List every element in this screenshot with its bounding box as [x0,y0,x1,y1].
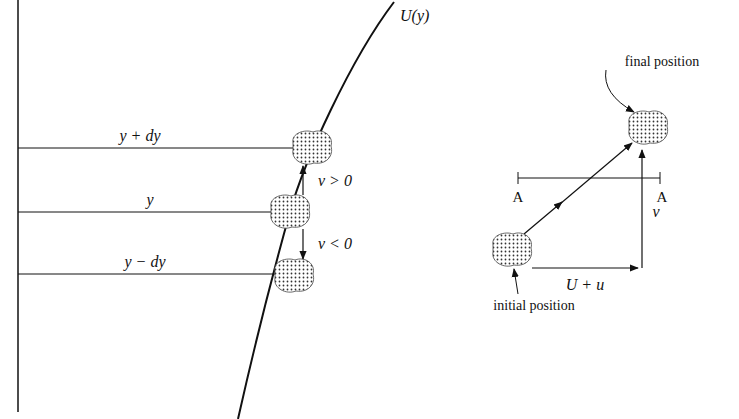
leader-arrow [514,269,518,294]
velocity-arrow [641,150,642,268]
section-label: A [657,189,668,206]
fluid-lump [293,131,332,164]
velocity-arrow [302,229,303,259]
fluid-lump [275,259,314,292]
level-label: y [146,191,153,209]
velocity-profile [238,2,394,419]
section-line [518,178,660,179]
section-tick [660,172,661,184]
velocity-label: v [652,203,659,221]
level-line [18,148,293,149]
fluid-lump [629,111,668,144]
callout-label: initial position [493,298,574,313]
section-tick [518,172,519,184]
level-label: y − dy [125,253,166,271]
curve-label: U(y) [400,7,429,25]
fluid-lump [271,195,310,228]
leader-arrow [606,70,634,112]
path-arrow [560,143,632,204]
level-label: y + dy [120,127,161,145]
level-line [18,274,275,275]
level-line [18,212,271,213]
path-arrow [524,202,562,234]
wall-line [17,0,19,412]
velocity-label: U + u [566,276,604,294]
section-label: A [513,189,524,206]
velocity-arrow [532,267,638,268]
velocity-arrow [302,166,303,195]
velocity-label: v < 0 [318,235,352,253]
velocity-label: v > 0 [318,172,352,190]
fluid-lump [493,233,532,266]
callout-label: final position [625,54,699,69]
